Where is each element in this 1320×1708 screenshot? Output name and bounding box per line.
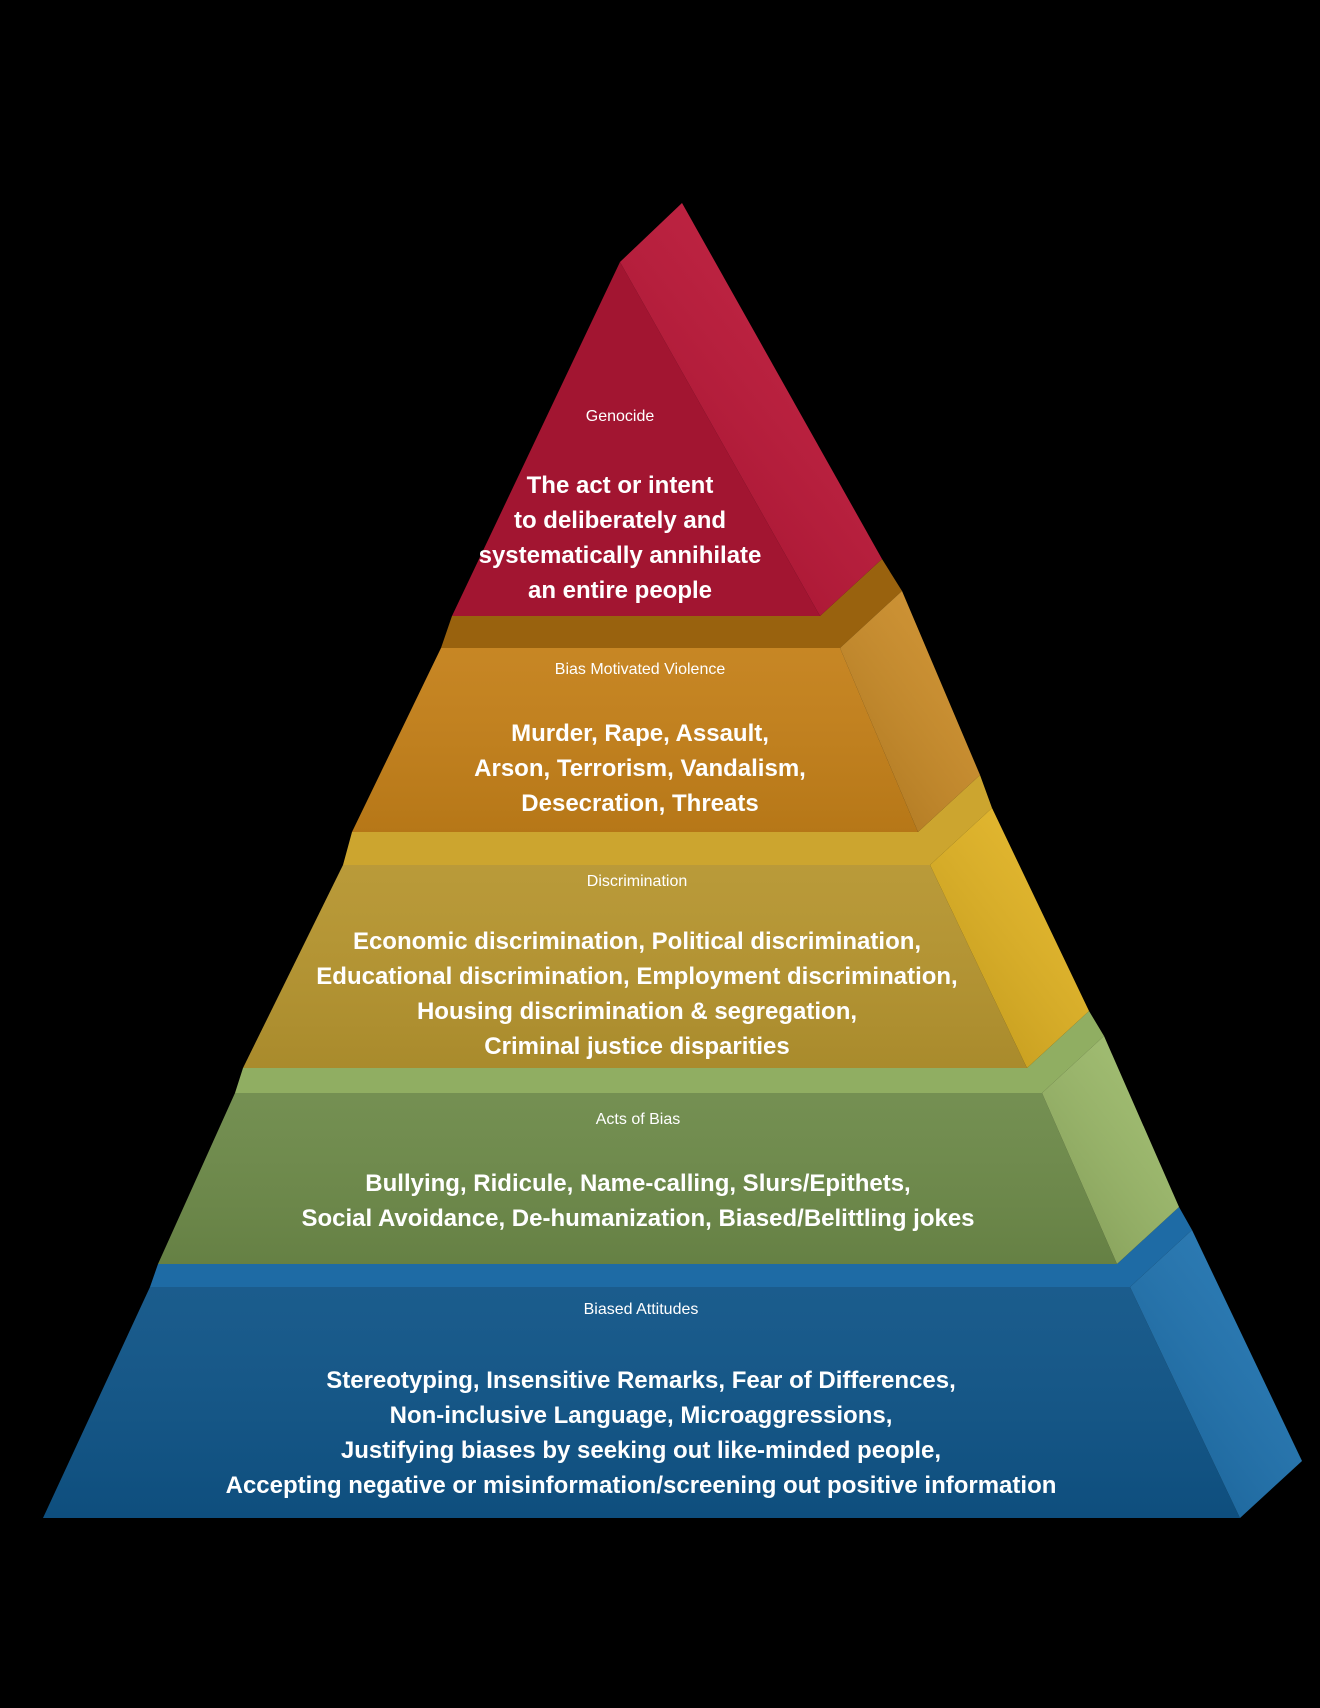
bias-motivated-violence-description: Murder, Rape, Assault, Arson, Terrorism,…: [474, 716, 806, 821]
level-bias-motivated-violence-top-bevel: [441, 559, 902, 648]
genocide-description: The act or intent to deliberately and sy…: [479, 468, 762, 608]
level-acts-of-bias-side-shading: [1042, 1036, 1179, 1264]
level-biased-attitudes-front-shading: [43, 1287, 1240, 1518]
level-discrimination-side-shading: [930, 808, 1089, 1068]
level-genocide: [452, 203, 882, 616]
level-genocide-front-face: [452, 262, 820, 616]
level-bias-motivated-violence: [352, 559, 980, 832]
discrimination-description: Economic discrimination, Political discr…: [316, 924, 957, 1064]
level-bias-motivated-violence-side-shading: [840, 591, 980, 832]
biased-attitudes-line: Stereotyping, Insensitive Remarks, Fear …: [326, 1367, 956, 1394]
bias-motivated-violence-line: Arson, Terrorism, Vandalism,: [474, 755, 806, 782]
level-discrimination-top-bevel: [343, 775, 992, 865]
level-acts-of-bias: [158, 1011, 1179, 1264]
discrimination-line: Educational discrimination, Employment d…: [316, 963, 958, 990]
discrimination-line: Housing discrimination & segregation,: [416, 998, 858, 1025]
biased-attitudes-line: Non-inclusive Language, Microaggressions…: [389, 1402, 893, 1429]
discrimination-line: Criminal justice disparities: [484, 1033, 790, 1060]
biased-attitudes-line: Accepting negative or misinformation/scr…: [225, 1472, 1057, 1499]
acts-of-bias-line: Social Avoidance, De-humanization, Biase…: [301, 1205, 975, 1232]
genocide-line: systematically annihilate: [478, 542, 762, 569]
level-discrimination-front-shading: [243, 865, 1027, 1068]
level-bias-motivated-violence-front-shading: [352, 648, 918, 832]
bias-motivated-violence-line: Murder, Rape, Assault,: [511, 720, 769, 747]
acts-of-bias-description: Bullying, Ridicule, Name-calling, Slurs/…: [301, 1166, 974, 1236]
biased-attitudes-description: Stereotyping, Insensitive Remarks, Fear …: [226, 1363, 1057, 1503]
level-genocide-side-shading: [620, 203, 882, 616]
genocide-line: an entire people: [527, 577, 713, 604]
level-acts-of-bias-front-shading: [158, 1093, 1117, 1264]
discrimination-line: Economic discrimination, Political discr…: [352, 928, 922, 955]
bias-motivated-violence-line: Desecration, Threats: [521, 790, 759, 817]
genocide-line: The act or intent: [526, 472, 714, 499]
genocide-line: to deliberately and: [513, 507, 727, 534]
level-biased-attitudes: [43, 1207, 1302, 1518]
level-acts-of-bias-top-bevel: [235, 1011, 1104, 1093]
acts-of-bias-line: Bullying, Ridicule, Name-calling, Slurs/…: [365, 1170, 911, 1197]
level-discrimination: [243, 775, 1089, 1068]
level-biased-attitudes-side-shading: [1130, 1230, 1302, 1518]
biased-attitudes-line: Justifying biases by seeking out like-mi…: [340, 1437, 942, 1464]
level-biased-attitudes-top-bevel: [150, 1207, 1192, 1287]
